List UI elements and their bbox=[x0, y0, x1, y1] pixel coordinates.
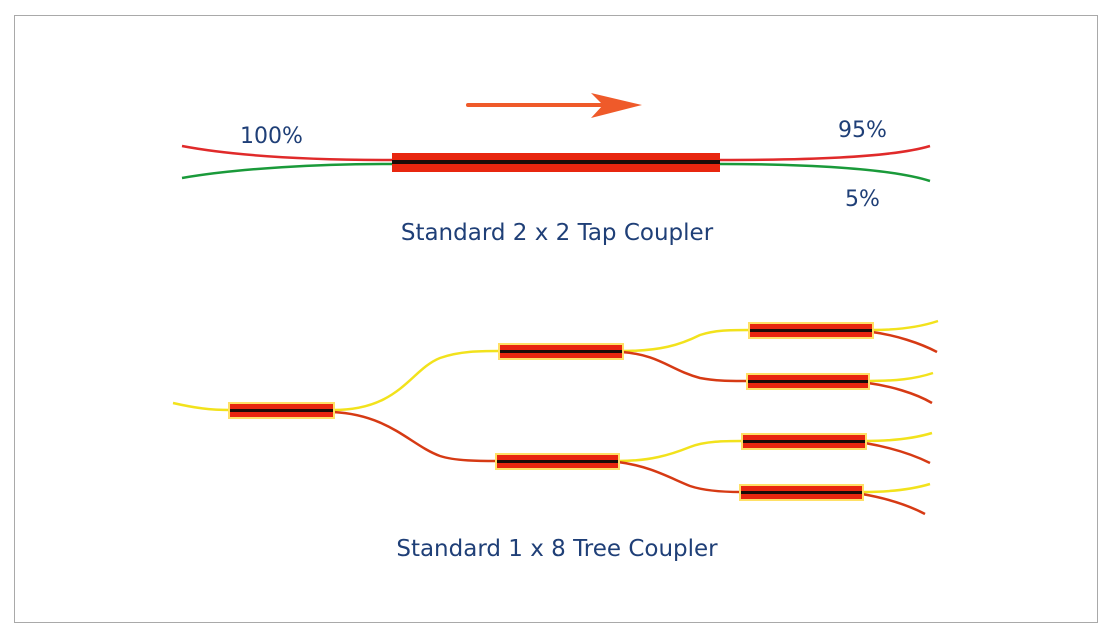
tree-coupler-stage3-1 bbox=[748, 322, 874, 339]
tree-output-fiber-7 bbox=[861, 482, 931, 494]
tree-output-fiber-8 bbox=[861, 492, 926, 516]
tree-coupler-stage2-lower bbox=[495, 453, 620, 470]
tap-coupler-body bbox=[392, 153, 720, 172]
tap-output-tap-percent: 5% bbox=[845, 187, 880, 212]
tap-input-percent: 100% bbox=[240, 124, 303, 149]
tree-coupler: Standard 1 x 8 Tree Coupler bbox=[172, 319, 939, 562]
tap-input-fiber-green bbox=[181, 162, 393, 180]
tap-output-main-percent: 95% bbox=[838, 118, 887, 143]
diagram-frame bbox=[14, 15, 1098, 623]
tree-coupler-stage1 bbox=[228, 402, 335, 419]
tree-output-fiber-1 bbox=[871, 319, 939, 332]
tap-output-fiber-red bbox=[719, 144, 931, 162]
tree-output-fiber-3 bbox=[867, 371, 934, 383]
tree-output-fiber-4 bbox=[867, 381, 933, 405]
tree-fiber-stage2b-lower bbox=[617, 460, 742, 494]
tree-coupler-stage2-upper bbox=[498, 343, 624, 360]
tree-output-fiber-2 bbox=[871, 330, 938, 354]
tree-coupler-stage3-4 bbox=[739, 484, 864, 501]
tap-input-fiber-red bbox=[181, 144, 393, 162]
tree-coupler-caption: Standard 1 x 8 Tree Coupler bbox=[396, 536, 718, 562]
tree-output-fiber-6 bbox=[864, 441, 931, 465]
tree-fiber-stage2b-upper bbox=[617, 439, 744, 463]
tree-fiber-stage1-upper bbox=[332, 349, 501, 412]
tree-output-fiber-5 bbox=[864, 431, 933, 443]
tree-coupler-stage3-3 bbox=[741, 433, 867, 450]
tap-coupler: 100% 95% 5% Standard 2 x 2 Tap Coupler bbox=[181, 93, 931, 246]
tree-input-fiber bbox=[172, 401, 231, 412]
tree-fiber-stage1-lower bbox=[332, 410, 498, 463]
tree-coupler-stage3-2 bbox=[746, 373, 870, 390]
tree-fiber-stage2a-lower bbox=[621, 350, 749, 383]
direction-arrow bbox=[466, 93, 642, 118]
tap-coupler-caption: Standard 2 x 2 Tap Coupler bbox=[401, 220, 714, 246]
tap-output-fiber-green bbox=[719, 162, 931, 183]
tree-fiber-stage2a-upper bbox=[621, 328, 751, 353]
